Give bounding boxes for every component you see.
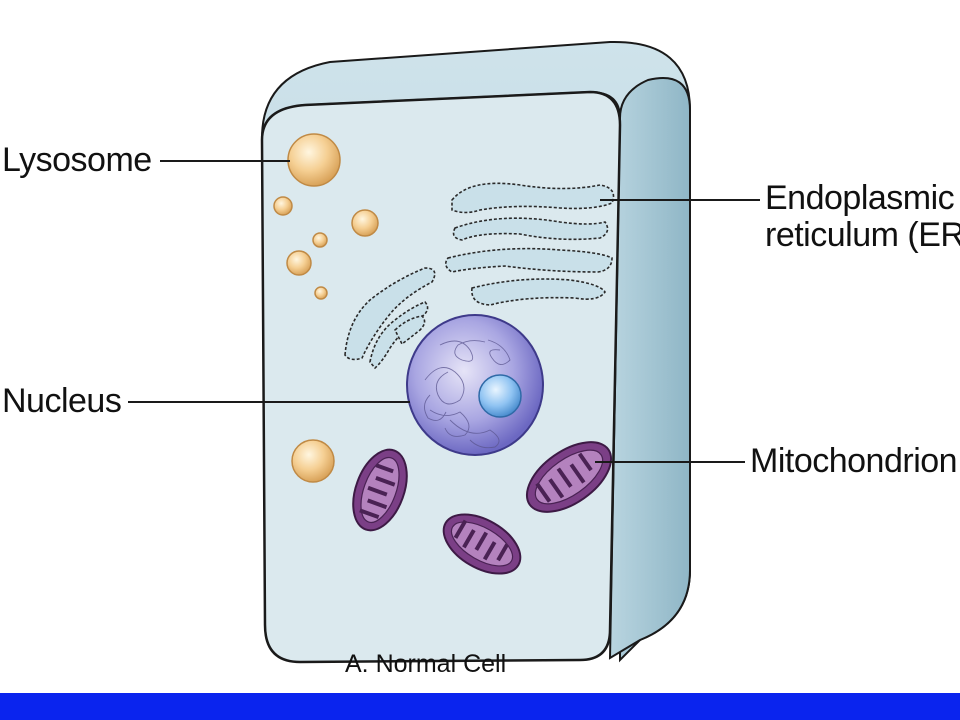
er-label-line-2: reticulum (ER) xyxy=(765,215,960,254)
er-label-line-1: Endoplasmic xyxy=(765,179,955,217)
lysosome-label-text: Lysosome xyxy=(2,141,152,179)
mitochondrion-right xyxy=(525,441,613,513)
bottom-bar xyxy=(0,693,960,720)
leader-lines xyxy=(128,160,760,463)
mitochondrion-label: Mitochondrion xyxy=(750,442,958,480)
lysosome-lower xyxy=(291,439,335,483)
er-label: Endoplasmic reticulum (ER) xyxy=(765,180,960,253)
lysosome-small xyxy=(314,286,328,300)
nucleolus xyxy=(478,374,522,418)
lysosome-label: Lysosome xyxy=(2,142,152,179)
nucleus-label: Nucleus xyxy=(2,382,122,420)
cell-membrane-side xyxy=(608,77,691,660)
lysosome-small xyxy=(273,196,293,216)
lysosome-small xyxy=(286,250,312,276)
chromatin xyxy=(424,339,511,449)
lysosome-small xyxy=(351,209,379,237)
mitochondria xyxy=(352,441,613,575)
endoplasmic-reticulum xyxy=(344,182,615,370)
mitochondrion-label-text: Mitochondrion xyxy=(750,442,958,480)
nucleus-label-text: Nucleus xyxy=(2,382,122,420)
nucleus xyxy=(406,314,544,456)
mitochondrion-left xyxy=(352,448,408,532)
figure-caption: A. Normal Cell xyxy=(345,650,507,678)
lysosome-small xyxy=(312,232,328,248)
lysosome-large xyxy=(287,133,341,187)
lysosomes xyxy=(273,133,379,483)
mitochondrion-middle xyxy=(442,513,522,575)
